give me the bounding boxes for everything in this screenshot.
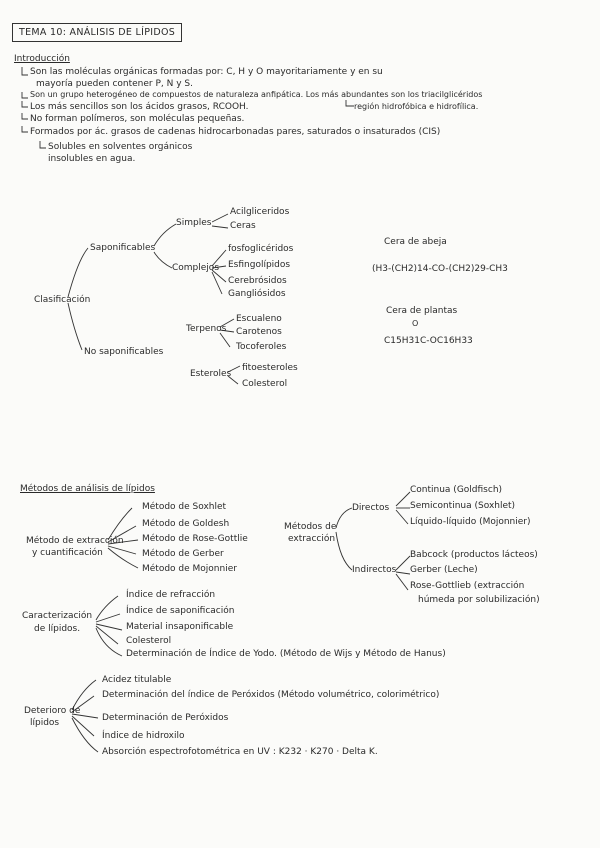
deterioro-item: Acidez titulable (102, 676, 171, 685)
cera-plantas-label: Cera de plantas (386, 307, 457, 316)
terpenos-label: Terpenos (186, 325, 226, 334)
cera-plantas-formula: C15H31C-OC16H33 (384, 337, 473, 346)
simples-item: Ceras (230, 222, 256, 231)
indirectos-item: Babcock (productos lácteos) (410, 551, 538, 560)
intro-heading: Introducción (14, 54, 70, 64)
extraccion-cuant-label: Método de extracción (26, 537, 124, 546)
caracterizacion-item: Colesterol (126, 637, 171, 646)
caracterizacion-item: Índice de refracción (126, 591, 215, 600)
caracterizacion-item: Índice de saponificación (126, 607, 234, 616)
indirectos-item: Gerber (Leche) (410, 566, 478, 575)
page-title: TEMA 10: ANÁLISIS DE LÍPIDOS (12, 23, 182, 42)
extraccion-cuant-item: Método de Mojonnier (142, 565, 237, 574)
directos-item: Semicontinua (Soxhlet) (410, 502, 515, 511)
cera-abeja-formula: (H3-(CH2)14-CO-(CH2)29-CH3 (372, 265, 508, 274)
indirectos-item: Rose-Gottlieb (extracción (410, 582, 524, 591)
caracterizacion-item: Determinación de Índice de Yodo. (Método… (126, 650, 446, 659)
extraccion-cuant-label: y cuantificación (32, 549, 103, 558)
complejos-label: Complejos (172, 264, 219, 273)
complejos-item: fosfoglicéridos (228, 245, 293, 254)
simples-item: Acilgliceridos (230, 208, 289, 217)
esteroles-label: Esteroles (190, 370, 231, 379)
extraccion-cuant-item: Método de Gerber (142, 550, 224, 559)
deterioro-item: Determinación de Peróxidos (102, 714, 228, 723)
caracterizacion-item: Material insaponificable (126, 623, 233, 632)
caracterizacion-label: Caracterización (22, 612, 92, 621)
extraccion-cuant-item: Método de Soxhlet (142, 503, 226, 512)
indirectos-item: húmeda por solubilización) (418, 596, 540, 605)
deterioro-item: Absorción espectrofotométrica en UV : K2… (102, 748, 378, 757)
saponificables-label: Saponificables (90, 244, 155, 253)
terpenos-item: Escualeno (236, 315, 282, 324)
intro-line: Son un grupo heterogéneo de compuestos d… (30, 91, 482, 99)
simples-label: Simples (176, 219, 211, 228)
directos-item: Líquido-líquido (Mojonnier) (410, 518, 531, 527)
extraccion-label: extracción (288, 535, 335, 544)
intro-line: Son las moléculas orgánicas formadas por… (30, 68, 383, 77)
complejos-item: Esfingolípidos (228, 261, 290, 270)
esteroles-item: fitoesteroles (242, 364, 298, 373)
deterioro-label: lípidos (30, 719, 59, 728)
caracterizacion-label: de lípidos. (34, 625, 80, 634)
extraccion-cuant-item: Método de Rose-Gottlie (142, 535, 248, 544)
deterioro-item: Determinación del índice de Peróxidos (M… (102, 691, 439, 700)
cera-plantas-oxygen: O (412, 320, 418, 328)
terpenos-item: Tocoferoles (236, 343, 286, 352)
deterioro-label: Deterioro de (24, 707, 80, 716)
complejos-item: Gangliósidos (228, 290, 286, 299)
extraccion-label: Métodos de (284, 523, 336, 532)
methods-heading: Métodos de análisis de lípidos (20, 484, 155, 494)
no-saponificables-label: No saponificables (84, 348, 163, 357)
directos-item: Continua (Goldfisch) (410, 486, 502, 495)
intro-line: Solubles en solventes orgánicos (48, 143, 192, 152)
terpenos-item: Carotenos (236, 328, 282, 337)
intro-line: Los más sencillos son los ácidos grasos,… (30, 103, 249, 112)
directos-label: Directos (352, 504, 389, 513)
intro-line: Formados por ác. grasos de cadenas hidro… (30, 128, 440, 137)
classification-root: Clasificación (34, 296, 90, 305)
intro-line: mayoría pueden contener P, N y S. (36, 80, 193, 89)
deterioro-item: Índice de hidroxilo (102, 732, 185, 741)
complejos-item: Cerebrósidos (228, 277, 287, 286)
extraccion-cuant-item: Método de Goldesh (142, 520, 229, 529)
intro-line: No forman polímeros, son moléculas peque… (30, 115, 244, 124)
intro-line: región hidrofóbica e hidrofílica. (354, 103, 478, 111)
intro-line: insolubles en agua. (48, 155, 135, 164)
cera-abeja-label: Cera de abeja (384, 238, 447, 247)
esteroles-item: Colesterol (242, 380, 287, 389)
indirectos-label: Indirectos (352, 566, 396, 575)
